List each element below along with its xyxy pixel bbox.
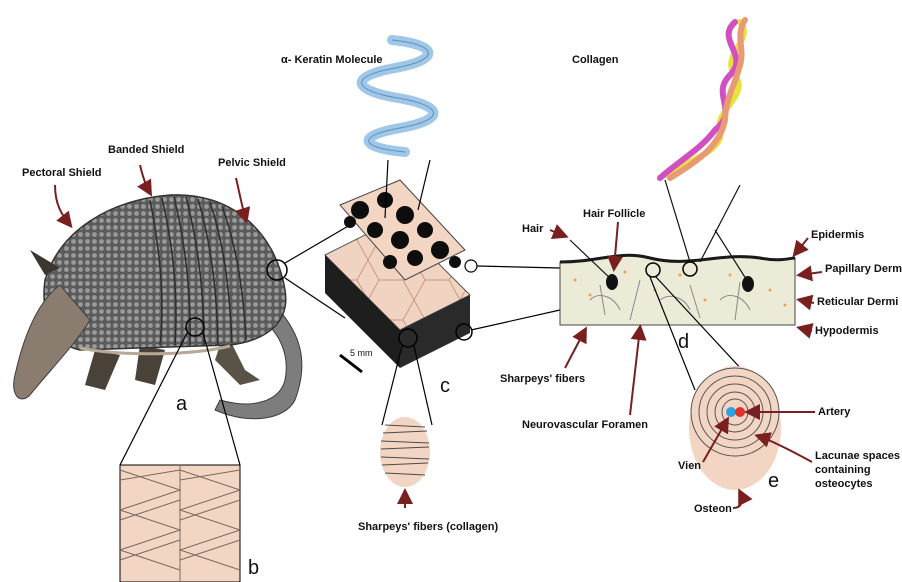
panel-d-label: d [678, 331, 689, 353]
reticular-dermis-label: Reticular Dermi [817, 296, 898, 308]
lacunae-label-line3: osteocytes [815, 478, 872, 490]
hair-label: Hair [522, 223, 544, 235]
keratin-label: α- Keratin Molecule [281, 54, 383, 66]
sharpeys-collagen-label: Sharpeys' fibers (collagen) [358, 521, 498, 533]
collagen-label: Collagen [572, 54, 619, 66]
collagen-triple-helix [660, 20, 745, 178]
epidermis-label: Epidermis [811, 229, 864, 241]
artery-vessel [735, 407, 745, 417]
vien-label: Vien [678, 460, 701, 472]
pelvic-shield-label: Pelvic Shield [218, 157, 286, 169]
vein-vessel [726, 407, 736, 417]
panel-c-block [325, 180, 470, 368]
artery-label: Artery [818, 406, 851, 418]
osteon-label: Osteon [694, 503, 732, 515]
panel-c-label: c [440, 375, 450, 397]
panel-e-label: e [768, 470, 779, 492]
banded-shield-label: Banded Shield [108, 144, 184, 156]
panel-a-label: a [176, 393, 188, 415]
pectoral-shield-arrow [55, 185, 70, 225]
hair-follicle-label: Hair Follicle [583, 208, 645, 220]
zoom-circle-c-right [465, 260, 477, 272]
armadillo-front-leg-2 [135, 345, 165, 385]
sharpeys-fibers-label: Sharpeys' fibers [500, 373, 585, 385]
lacunae-label-line1: Lacunae spaces [815, 450, 900, 462]
armadillo-illustration [14, 195, 302, 419]
panel-b-fibers [120, 465, 240, 582]
neurovascular-foramen-label: Neurovascular Foramen [522, 419, 648, 431]
hypodermis-label: Hypodermis [815, 325, 879, 337]
pectoral-shield-label: Pectoral Shield [22, 167, 101, 179]
armadillo-front-leg [85, 350, 120, 390]
skin-cross-section [560, 255, 795, 325]
papillary-dermis-label: Papillary Dermi [825, 263, 902, 275]
lacunae-label-line2: containing [815, 464, 871, 476]
panel-b-label: b [248, 557, 259, 579]
scale-bar-label: 5 mm [350, 348, 373, 358]
banded-shield-arrow [140, 165, 150, 193]
sharpeys-fiber-sample [380, 417, 430, 487]
